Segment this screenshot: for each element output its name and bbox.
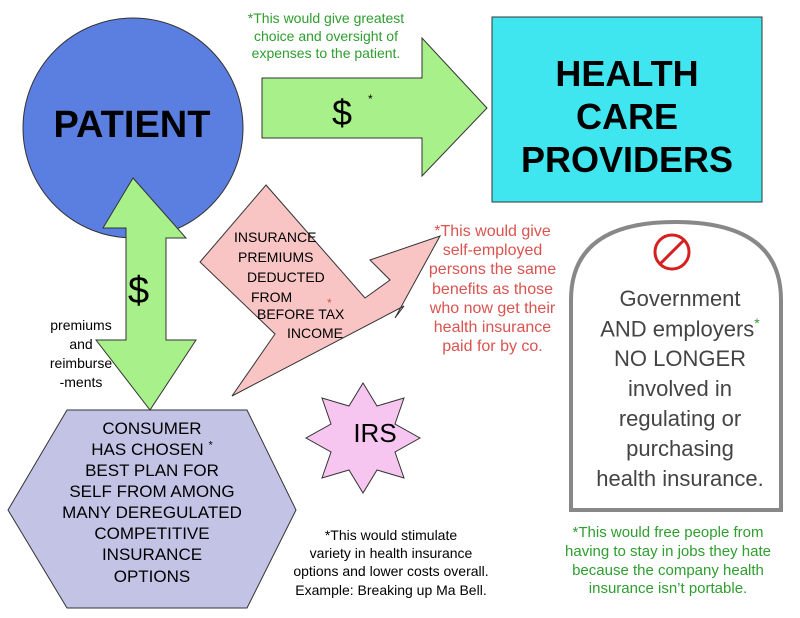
top-note: *This would give greatest choice and ove… — [247, 10, 405, 61]
stimulate-line: *This would stimulate — [324, 527, 458, 543]
insurance-line: DEDUCTED — [247, 269, 325, 285]
government-mark: * — [754, 314, 760, 331]
free-line: *This would free people from — [572, 524, 764, 541]
irs-star — [304, 382, 422, 494]
government-line: purchasing — [626, 435, 734, 461]
consumer-hexagon — [7, 409, 297, 609]
insurance-line: FROM — [251, 289, 293, 305]
free-line: having to stay in jobs they hate — [565, 542, 771, 560]
providers-box — [491, 16, 763, 203]
premiums-dollar: $ — [128, 270, 150, 312]
government-line: AND employers* — [600, 314, 760, 342]
premiums-caption: premiums and reimburse -ments — [38, 316, 124, 392]
government-line: regulating or — [618, 405, 742, 431]
free-line: because the company health — [572, 561, 764, 579]
government-line: health insurance. — [596, 465, 764, 491]
providers-line: PROVIDERS — [520, 139, 734, 181]
irs-label: IRS — [353, 418, 397, 448]
stimulate-line: variety in health insurance — [309, 545, 473, 562]
free-line: insurance isn’t portable. — [588, 580, 748, 598]
providers-line: HEALTH — [555, 53, 699, 94]
consumer-line: BEST PLAN FOR — [85, 461, 219, 481]
premiums-caption-line: reimburse — [49, 354, 113, 371]
premiums-caption-line: and — [69, 335, 93, 352]
payment-arrow — [261, 36, 488, 178]
providers-label: HEALTH CARE PROVIDERS — [492, 52, 762, 182]
payment-dollar-mark: * — [368, 92, 373, 106]
consumer-line: OPTIONS — [113, 566, 191, 586]
government-text: Government AND employers* NO LONGER invo… — [585, 284, 775, 494]
government-line: Government — [619, 286, 741, 311]
consumer-line: SELF FROM AMONG — [69, 482, 235, 502]
insurance-line: PREMIUMS — [238, 249, 314, 265]
consumer-line: MANY DEREGULATED — [62, 503, 242, 523]
stimulate-note: *This would stimulate variety in health … — [266, 526, 516, 599]
government-tombstone — [569, 219, 783, 512]
payment-dollar: $ — [332, 92, 353, 133]
stimulate-line: options and lower costs overall. — [293, 563, 489, 580]
insurance-line: BEFORE TAX — [257, 306, 345, 322]
patient-label: PATIENT — [53, 104, 211, 146]
consumer-line: HAS CHOSEN * — [91, 439, 213, 460]
insurance-line: INSURANCE — [234, 229, 317, 245]
providers-line: CARE — [575, 96, 678, 138]
free-note: *This would free people from having to s… — [538, 524, 798, 599]
consumer-line: CONSUMER — [102, 419, 202, 438]
insurance-line: INCOME — [287, 325, 343, 341]
premiums-caption-line: premiums — [50, 317, 112, 333]
consumer-text: CONSUMER HAS CHOSEN * BEST PLAN FOR SELF… — [32, 418, 272, 587]
consumer-mark: * — [208, 439, 213, 452]
stimulate-line: Example: Breaking up Ma Bell. — [295, 581, 487, 598]
insurance-mark: * — [327, 296, 332, 310]
government-line: NO LONGER — [613, 346, 747, 372]
self-employed-note: *This would give self-employed persons t… — [428, 223, 557, 356]
premiums-caption-line: -ments — [59, 373, 103, 390]
government-line: involved in — [628, 376, 732, 402]
insurance-callout — [199, 184, 442, 397]
consumer-line: COMPETITIVE — [94, 524, 210, 544]
consumer-line: INSURANCE — [101, 545, 203, 565]
no-symbol-icon — [653, 233, 691, 271]
